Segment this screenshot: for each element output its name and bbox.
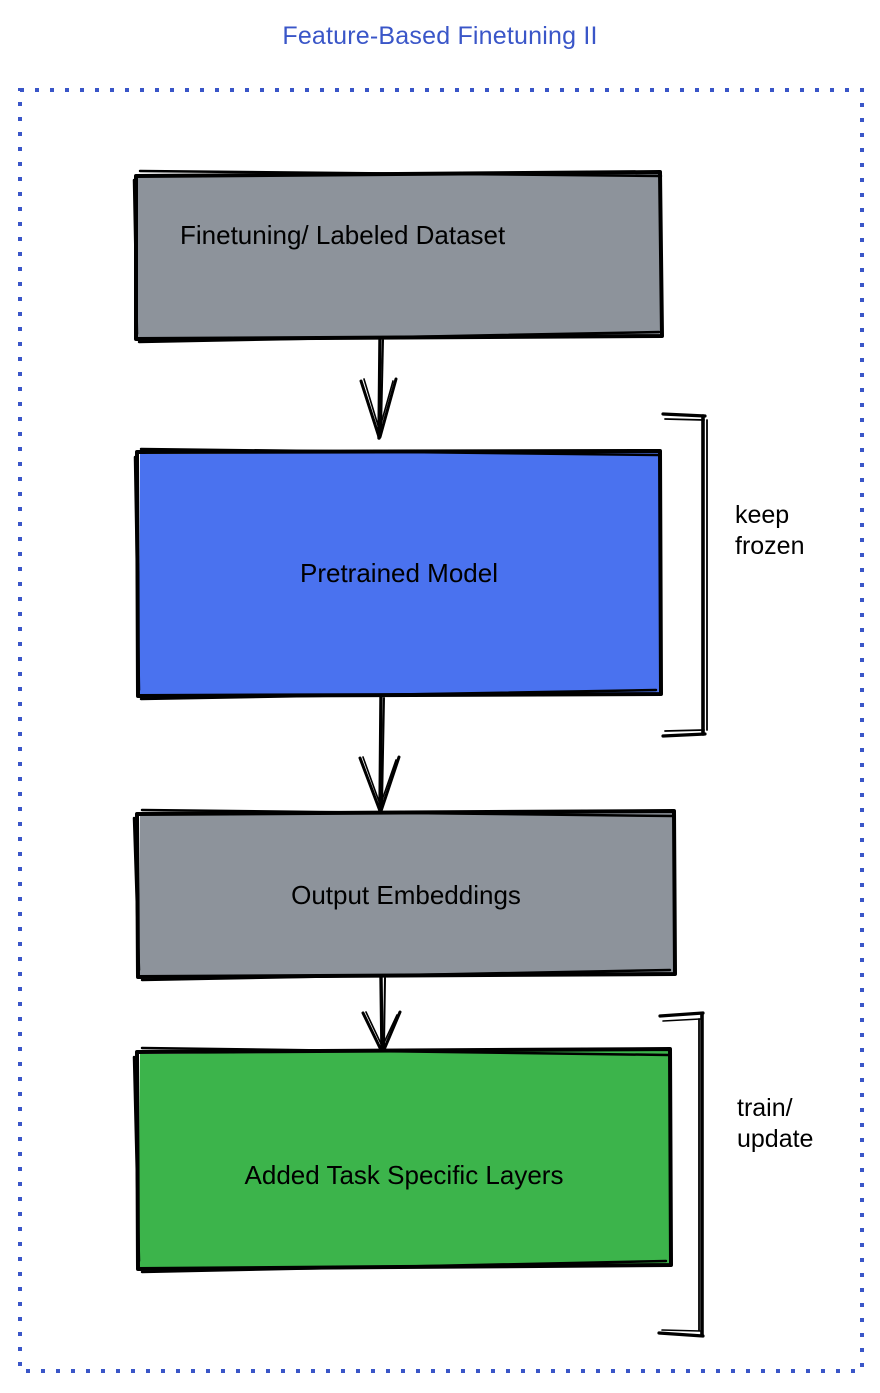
node-task-layers-fill	[138, 1050, 671, 1268]
node-pretrained-model-label: Pretrained Model	[300, 558, 498, 588]
node-output-embeddings-stroke-b	[132, 808, 675, 982]
node-output-embeddings[interactable]	[132, 808, 677, 982]
dashed-container-border	[18, 88, 864, 1373]
arrow-dataset-to-model	[359, 337, 398, 440]
annotation-keep-frozen-line2: frozen	[735, 532, 805, 560]
bracket-train-update	[657, 1011, 705, 1338]
annotation-train-update-line2: update	[737, 1125, 814, 1153]
node-output-embeddings-label: Output Embeddings	[291, 880, 521, 910]
node-task-layers-label: Added Task Specific Layers	[244, 1160, 564, 1190]
page-title: Feature-Based Finetuning II	[282, 22, 598, 50]
node-dataset-label: Finetuning/ Labeled Dataset	[180, 220, 506, 250]
node-task-layers[interactable]	[132, 1046, 673, 1274]
node-pretrained-model-stroke-b	[133, 447, 660, 701]
node-output-embeddings-fill	[139, 812, 675, 976]
node-task-layers-stroke-b	[132, 1046, 670, 1274]
annotation-keep-frozen-line1: keep	[735, 501, 790, 529]
node-dataset-fill	[137, 172, 661, 338]
arrow-embeddings-to-layers	[361, 975, 402, 1054]
node-pretrained-model[interactable]	[133, 447, 663, 701]
annotation-train-update-line1: train/	[737, 1094, 793, 1122]
arrow-model-to-embeddings	[358, 694, 401, 814]
node-dataset-stroke-b	[132, 169, 663, 344]
bracket-keep-frozen	[661, 412, 708, 738]
node-pretrained-model-fill	[139, 452, 661, 695]
node-dataset[interactable]	[132, 169, 664, 344]
